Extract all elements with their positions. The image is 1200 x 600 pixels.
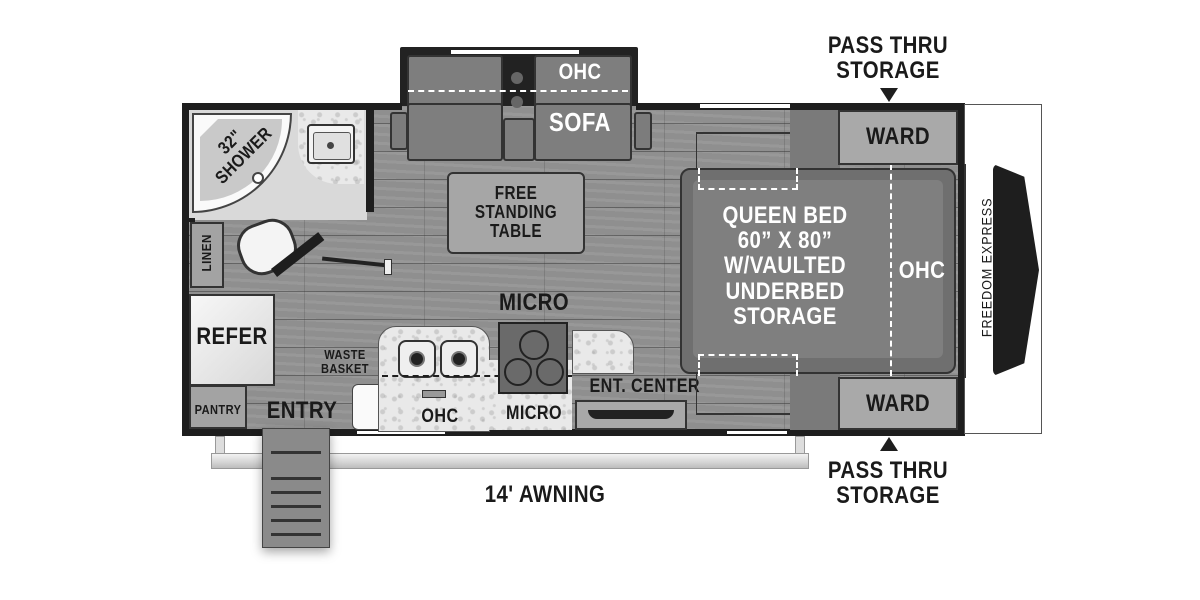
pass-thru-top-line2: STORAGE <box>836 57 940 85</box>
sink-drain-icon <box>451 351 467 367</box>
awning-label: 14' AWNING <box>484 481 606 508</box>
window-top <box>700 104 790 108</box>
bed-line1: QUEEN BED <box>722 202 848 229</box>
table-line1: FREE <box>494 183 538 203</box>
nightstand-dash-top <box>698 168 798 190</box>
stove-range-icon <box>498 322 568 394</box>
entry-steps <box>262 428 330 548</box>
cupholder-icon <box>511 72 523 84</box>
front-cap-inner <box>964 164 974 378</box>
pantry-label: PANTRY <box>194 402 242 417</box>
pass-thru-top-label: PASS THRU STORAGE <box>820 33 956 83</box>
sofa-label: SOFA <box>549 107 611 137</box>
awning <box>211 453 809 469</box>
wall-top-right <box>636 103 964 110</box>
bath-wall <box>366 110 374 212</box>
wardrobe-top <box>838 110 958 165</box>
tv-icon <box>588 410 674 419</box>
sofa-cushion-1 <box>407 55 503 107</box>
pass-thru-bottom-line1: PASS THRU <box>827 457 949 484</box>
bath-sink-drain <box>327 142 334 149</box>
bed-ohc-dashed-line <box>890 164 892 376</box>
wall-bottom <box>182 429 964 436</box>
bed-ohc-label: OHC <box>898 257 946 284</box>
sofa-cushion-4 <box>534 103 632 161</box>
micro-bottom-label: MICRO <box>506 403 562 424</box>
sink-drain-icon <box>409 351 425 367</box>
ohc-dashed-line <box>408 90 628 92</box>
mattress <box>693 180 943 358</box>
sofa-center <box>503 118 535 161</box>
kitchen-ohc-label: OHC <box>421 406 459 427</box>
pass-thru-bottom-line2: STORAGE <box>836 482 940 510</box>
bed-side-panel-top <box>790 110 840 168</box>
bed-line4: UNDERBED <box>725 277 845 305</box>
wall-front <box>958 103 965 436</box>
ward-bottom-label: WARD <box>865 390 931 417</box>
bed-line5: STORAGE <box>733 302 837 330</box>
pass-thru-bottom-label: PASS THRU STORAGE <box>820 458 956 508</box>
door-hinge-icon <box>384 259 392 275</box>
sofa-arm-right <box>634 112 652 150</box>
wardrobe-bottom <box>838 377 958 430</box>
wall-top-left <box>182 103 402 110</box>
bed-label: QUEEN BED 60” X 80” W/VAULTED UNDERBED S… <box>713 203 858 329</box>
linen-label: LINEN <box>199 234 215 272</box>
ward-top-label: WARD <box>865 123 931 150</box>
sofa-ohc-label: OHC <box>558 59 602 84</box>
linen-cabinet <box>190 222 224 288</box>
waste-basket-icon <box>352 384 382 430</box>
counter-extension <box>572 330 634 374</box>
pantry <box>189 385 247 429</box>
shower-drain-icon <box>252 172 264 184</box>
free-standing-table <box>447 172 585 254</box>
faucet-icon <box>422 390 446 398</box>
window-bottom-1 <box>357 431 445 434</box>
kitchen-ohc-dashed-line <box>382 375 572 377</box>
micro-top-label: MICRO <box>498 289 570 316</box>
arrow-up-icon <box>880 437 898 451</box>
entry-label: ENTRY <box>266 397 338 424</box>
pass-thru-top-line1: PASS THRU <box>827 32 949 59</box>
wall-left <box>182 103 189 436</box>
table-line2: STANDING <box>474 201 558 222</box>
brand-logo: FREEDOM EXPRESS <box>978 197 995 338</box>
waste-basket-line1: WASTE <box>324 347 366 362</box>
slideout-window <box>451 50 579 54</box>
table-line3: TABLE <box>489 220 542 241</box>
sofa-cushion-2 <box>407 103 503 161</box>
waste-basket-line2: BASKET <box>321 360 369 376</box>
ent-center-label: ENT. CENTER <box>589 376 701 397</box>
bath-wall-lower <box>189 218 195 222</box>
sofa-arm-left <box>390 112 408 150</box>
cupholder-icon <box>511 96 523 108</box>
nightstand-dash-bottom <box>698 354 798 376</box>
bed-line3: W/VAULTED <box>723 252 847 280</box>
arrow-down-icon <box>880 88 898 102</box>
bed-side-panel-bottom <box>790 374 840 430</box>
bed-line2: 60” X 80” <box>737 227 833 255</box>
nightstand-bottom <box>696 372 798 415</box>
window-bottom-2 <box>727 431 787 434</box>
table-label: FREE STANDING TABLE <box>457 184 574 241</box>
waste-basket-label: WASTE BASKET <box>320 348 369 375</box>
nightstand-top <box>696 132 798 171</box>
refer-label: REFER <box>196 323 268 350</box>
